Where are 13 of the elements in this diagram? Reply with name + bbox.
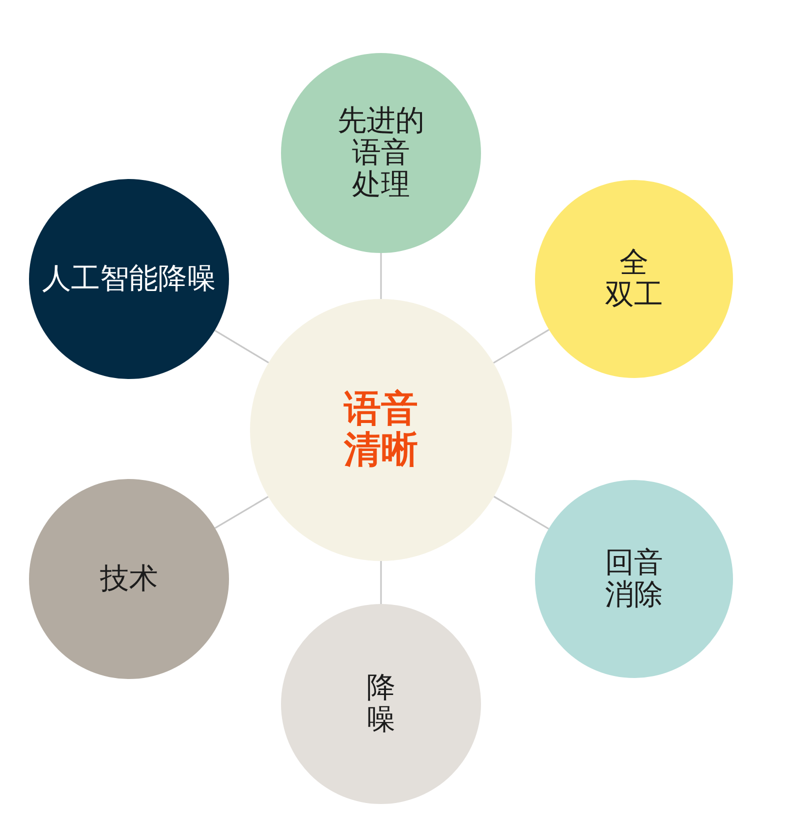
circle-label: 降噪 (366, 672, 396, 736)
connector-line (494, 496, 550, 530)
circle-label: 先进的语音处理 (338, 105, 424, 201)
circle-label: 技术 (100, 563, 158, 595)
connector-line (214, 496, 269, 529)
circle-label: 全双工 (605, 247, 663, 311)
circle-label: 人工智能降噪 (42, 263, 216, 295)
connector-line (214, 330, 270, 364)
connector-line (493, 329, 550, 364)
circle-label: 回音消除 (605, 547, 663, 611)
hub-label: 语音清晰 (344, 389, 418, 471)
connector-line (380, 561, 382, 604)
connector-line (380, 253, 382, 299)
